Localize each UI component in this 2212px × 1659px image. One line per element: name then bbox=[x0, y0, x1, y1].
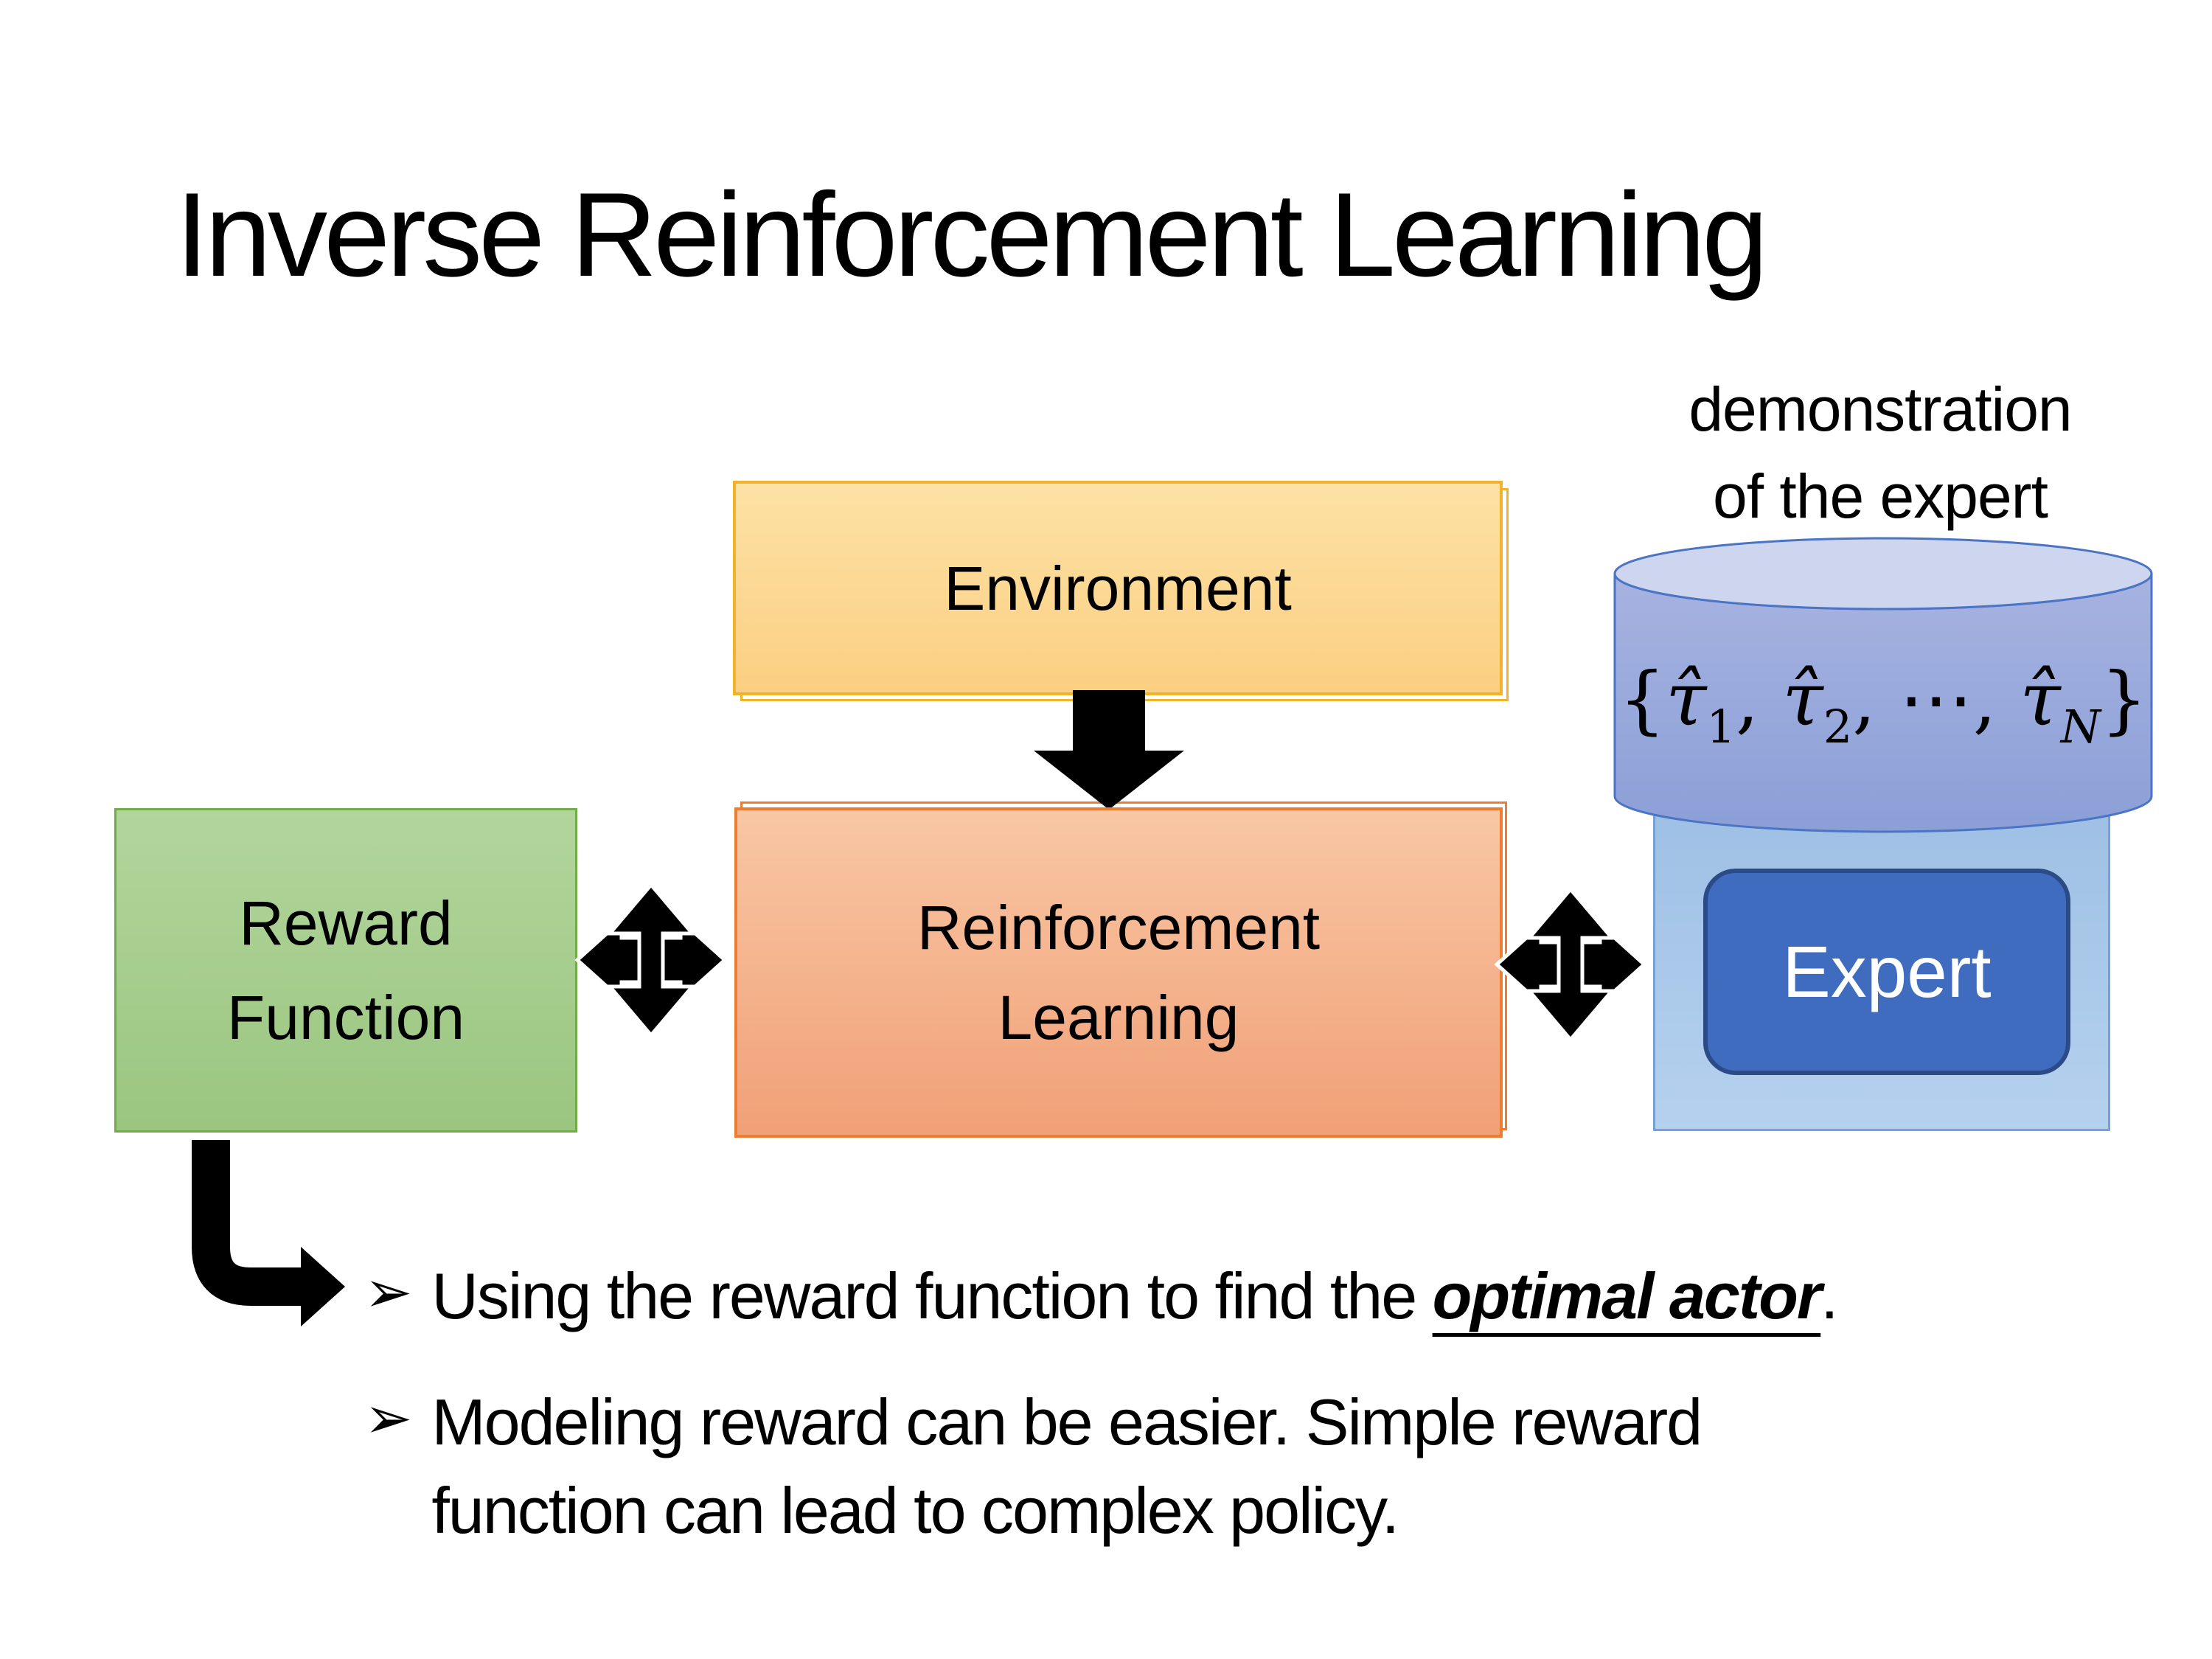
formula-tau-hat-2: τ̂ bbox=[1782, 656, 1823, 742]
bullet-arrow-marker: ➢ bbox=[364, 1259, 413, 1326]
bullet-text-emphasis: optimal actor bbox=[1432, 1259, 1823, 1332]
environment-box: Environment bbox=[733, 481, 1503, 695]
down-arrow-icon bbox=[1034, 690, 1184, 810]
formula-brace-open: { bbox=[1618, 656, 1666, 742]
formula-brace-close: } bbox=[2100, 656, 2148, 742]
reward-function-box: Reward Function bbox=[114, 808, 577, 1133]
expert-label: Expert bbox=[1782, 931, 1992, 1012]
bullet-text: Modeling reward can be easier. Simple re… bbox=[431, 1378, 1703, 1555]
bullet-text-line-1: Modeling reward can be easier. Simple re… bbox=[431, 1385, 1703, 1458]
formula-dots: ⋯ bbox=[1899, 656, 1973, 742]
formula-tau-hat-1: τ̂ bbox=[1666, 656, 1707, 742]
formula-comma-3: , bbox=[1972, 656, 2020, 742]
trajectory-set-formula: {τ̂1, τ̂2, ⋯, τ̂N} bbox=[1610, 656, 2156, 754]
demonstration-caption: demonstration of the expert bbox=[1607, 366, 2153, 540]
bullet-item-optimal-actor: ➢ Using the reward function to find the … bbox=[364, 1252, 1839, 1340]
formula-comma-1: , bbox=[1735, 656, 1783, 742]
bullet-text-pre: Using the reward function to find the bbox=[431, 1259, 1433, 1332]
bullet-text: Using the reward function to find the op… bbox=[431, 1252, 1838, 1340]
reinforcement-learning-box: Reinforcement Learning bbox=[734, 807, 1503, 1138]
bullet-item-modeling-reward: ➢ Modeling reward can be easier. Simple … bbox=[364, 1378, 1703, 1555]
formula-comma-2: , bbox=[1852, 656, 1899, 742]
reward-function-label-line-1: Reward bbox=[239, 888, 453, 958]
expert-box: Expert bbox=[1703, 869, 2070, 1075]
caption-line-1: demonstration bbox=[1688, 375, 2072, 444]
bullet-text-line-2: function can lead to complex policy. bbox=[431, 1474, 1399, 1547]
bullet-arrow-marker: ➢ bbox=[364, 1385, 413, 1452]
formula-subscript-2: 2 bbox=[1823, 700, 1853, 754]
formula-tau-hat-n: τ̂ bbox=[2020, 656, 2061, 742]
left-double-arrow-icon bbox=[574, 882, 728, 1038]
bullet-text-post: . bbox=[1820, 1259, 1838, 1332]
caption-line-2: of the expert bbox=[1713, 462, 2048, 531]
reward-function-label-line-2: Function bbox=[226, 983, 465, 1052]
page-title: Inverse Reinforcement Learning bbox=[175, 168, 1768, 302]
environment-label: Environment bbox=[944, 553, 1292, 623]
reinforcement-learning-label-line-2: Learning bbox=[998, 983, 1239, 1052]
formula-subscript-n: N bbox=[2060, 700, 2101, 754]
reinforcement-learning-label-line-1: Reinforcement bbox=[917, 893, 1321, 962]
formula-subscript-1: 1 bbox=[1706, 700, 1736, 754]
bent-arrow-icon bbox=[192, 1140, 345, 1326]
right-double-arrow-icon bbox=[1494, 886, 1647, 1043]
demonstration-database-cylinder-icon bbox=[1613, 537, 2153, 833]
